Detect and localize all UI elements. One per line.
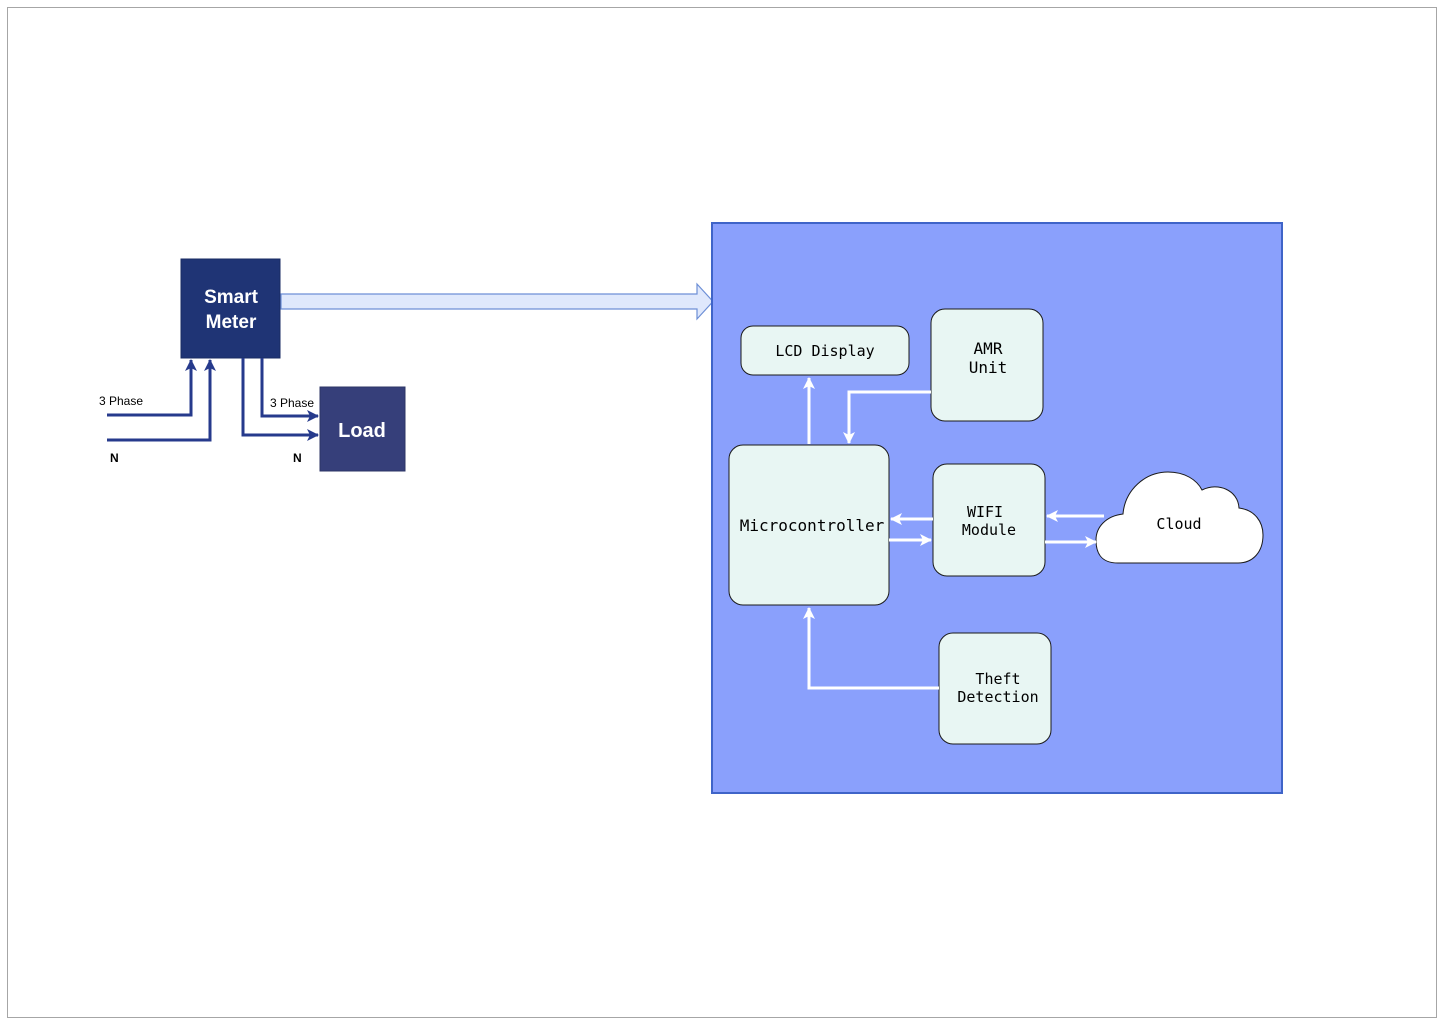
input-phase-wire [107, 359, 197, 417]
input-neutral-label: N [110, 451, 119, 465]
amr-to-micro-arrow [843, 390, 931, 444]
output-neutral-wire [241, 358, 319, 441]
output-phase-label: 3 Phase [270, 396, 314, 410]
theft-to-micro-arrow [803, 607, 939, 690]
input-phase-label: 3 Phase [99, 394, 143, 408]
lcd-display-label: LCD Display [775, 342, 874, 360]
load-label: Load [338, 420, 386, 442]
wifi-module-label-line1: WIFI [967, 503, 1003, 521]
output-phase-wire [260, 358, 319, 422]
cloud-label: Cloud [1156, 515, 1201, 533]
microcontroller-box [728, 444, 890, 606]
input-neutral-wire [107, 359, 216, 442]
amr-unit-label-line2: Unit [969, 358, 1008, 377]
smart-meter-label-line1: Smart [204, 287, 259, 308]
theft-detection-label-line1: Theft [975, 670, 1020, 688]
load-block [319, 386, 406, 472]
cloud-icon [1095, 471, 1264, 564]
wifi-module-label-line2: Module [962, 521, 1016, 539]
meter-to-panel-arrow [280, 282, 714, 321]
amr-unit-box [930, 308, 1044, 422]
lcd-display-box [740, 325, 910, 376]
smart-meter-block [180, 258, 281, 359]
output-neutral-label: N [293, 451, 302, 465]
smart-meter-label-line2: Meter [206, 312, 257, 333]
microcontroller-label: Microcontroller [740, 516, 885, 535]
theft-detection-label-line2: Detection [957, 688, 1038, 706]
amr-unit-label-line1: AMR [974, 339, 1003, 358]
